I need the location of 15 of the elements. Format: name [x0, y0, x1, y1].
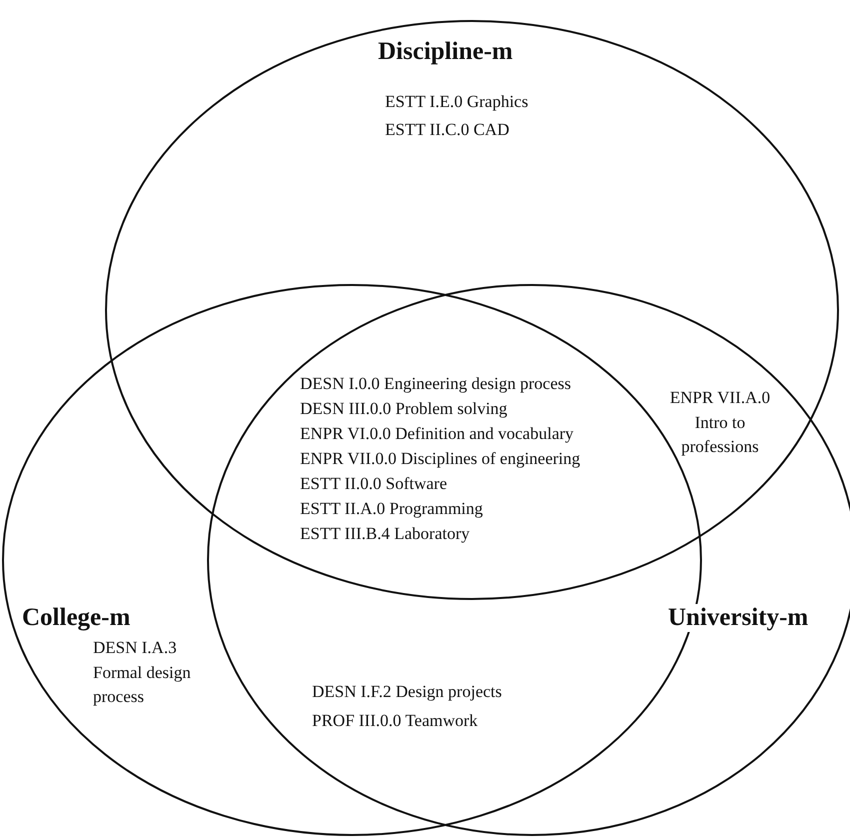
- set-item-text: DESN I.0.0 Engineering design process: [300, 373, 572, 395]
- set-item-text: ESTT I.E.0 Graphics: [385, 91, 528, 113]
- set-item-text: ESTT II.0.0 Software: [300, 473, 447, 495]
- set-item-text: ESTT II.A.0 Programming: [300, 498, 483, 520]
- set-item-text: ESTT III.B.4 Laboratory: [300, 523, 470, 545]
- set-item-text: ENPR VII.0.0 Disciplines of engineering: [300, 448, 580, 470]
- set-item-text: DESN I.F.2 Design projects: [312, 681, 502, 703]
- set-item-text: ENPR VII.A.0 Intro to professions: [668, 387, 772, 458]
- set-item-text: ENPR VI.0.0 Definition and vocabulary: [300, 423, 574, 445]
- venn-circle: [105, 20, 839, 600]
- set-title: University-m: [668, 604, 808, 632]
- set-item-text: ESTT II.C.0 CAD: [385, 119, 510, 141]
- set-item-text: PROF III.0.0 Teamwork: [312, 710, 478, 732]
- set-item-text: DESN III.0.0 Problem solving: [300, 398, 508, 420]
- set-item-text: DESN I.A.3 Formal design process: [93, 637, 192, 708]
